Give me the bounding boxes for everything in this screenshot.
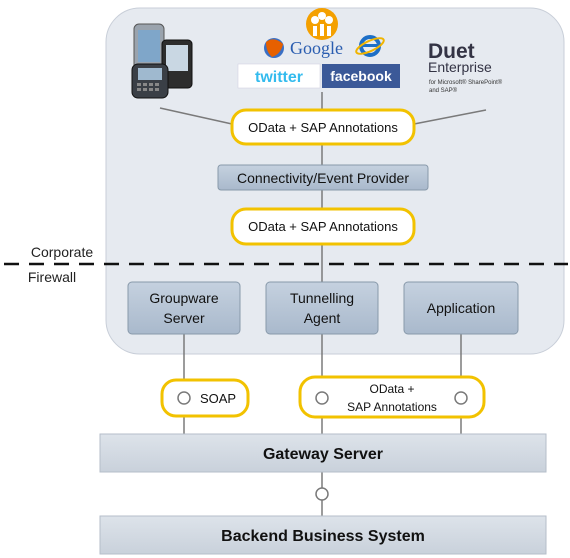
gateway-backend-connector-icon (315, 487, 329, 501)
groupware-server-label-line1: Groupware (149, 290, 218, 306)
duet-enterprise-label: Enterprise (428, 59, 492, 75)
connectivity-provider-box (217, 164, 429, 191)
backend-business-system-band (99, 515, 547, 555)
google-logo: Google (290, 38, 343, 58)
odata-bottom-connector-right-icon (454, 391, 468, 405)
odata-middle-pill (230, 207, 416, 246)
backend-business-system-label: Backend Business System (221, 528, 425, 545)
orkut-icon (306, 8, 338, 40)
twitter-logo-box (237, 63, 321, 89)
internet-explorer-icon (355, 35, 385, 57)
odata-top-label: OData + SAP Annotations (248, 120, 398, 135)
groupware-server-label-line2: Server (163, 310, 205, 326)
tunnelling-agent-label-line2: Agent (304, 310, 341, 326)
application-label: Application (427, 300, 496, 316)
duet-logo: Duet (428, 40, 475, 63)
odata-bottom-connector-left-icon (315, 391, 329, 405)
mobile-devices-icon (131, 23, 193, 99)
odata-bottom-pill (298, 375, 486, 419)
gateway-server-band (99, 433, 547, 473)
tunnelling-agent-box (265, 281, 379, 335)
odata-bottom-label-line2: SAP Annotations (347, 400, 437, 414)
gateway-server-label: Gateway Server (263, 446, 383, 463)
firefox-icon (264, 38, 284, 58)
facebook-logo: facebook (330, 68, 392, 84)
twitter-logo: twitter (255, 69, 303, 86)
duet-subtitle-line1: for Microsoft® SharePoint® (429, 79, 503, 86)
odata-top-pill (230, 108, 416, 146)
firewall-label-line2: Firewall (28, 269, 76, 285)
firewall-label-line1: Corporate (31, 244, 93, 260)
odata-bottom-label-line1: OData + (369, 382, 414, 396)
facebook-logo-box (322, 64, 400, 88)
tunnelling-agent-label-line1: Tunnelling (290, 290, 354, 306)
application-box (403, 281, 519, 335)
odata-middle-label: OData + SAP Annotations (248, 219, 398, 234)
soap-connector-icon (177, 391, 191, 405)
duet-subtitle-line2: and SAP® (429, 87, 458, 94)
connectivity-provider-label: Connectivity/Event Provider (237, 170, 409, 186)
soap-pill (160, 378, 250, 418)
soap-label: SOAP (200, 391, 236, 406)
groupware-server-box (127, 281, 241, 335)
